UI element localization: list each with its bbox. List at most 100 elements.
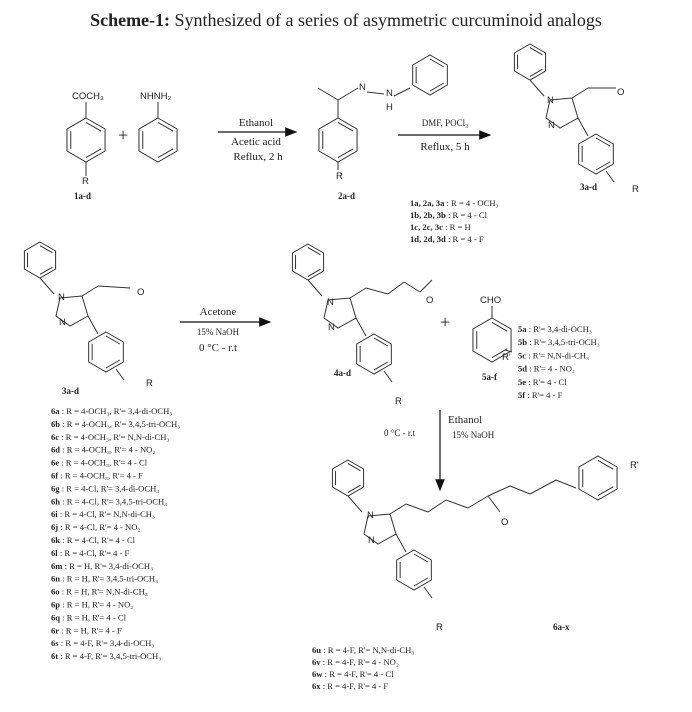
substituent-description: : R = H, R'= 4 - F [59, 625, 122, 635]
substituent-description: : R'= 3,4-di-OCH₃ [527, 324, 592, 334]
scheme-title: Scheme-1: Synthesized of a series of asy… [90, 10, 602, 30]
double-bond [373, 337, 389, 347]
step2-reagent: DMF, POCl₃ [422, 118, 468, 128]
compound-id: 6g [51, 483, 60, 493]
bond-line [387, 281, 405, 295]
step1-conditions: Reflux, 2 h [233, 151, 283, 163]
double-bond [347, 484, 361, 493]
legend-entry: 5e : R'= 4 - Cl [518, 377, 567, 387]
r-substituent-label: R [336, 171, 343, 182]
step4-base: 15% NaOH [452, 430, 495, 440]
benzene-ring [412, 54, 448, 96]
hydrazine-group-label: NHNH₂ [140, 91, 171, 102]
substituent-description: : R = 4-F, R'= N,N-di-CH₃ [321, 645, 414, 655]
compound-id: 6w [312, 669, 323, 679]
double-bond [157, 121, 174, 132]
compound-id: 5f [518, 390, 525, 400]
substituent-description: : R = 4-F, R'= 3,4-di-OCH₃ [59, 638, 155, 648]
benzene-ring [578, 455, 618, 501]
bond-line [393, 87, 411, 97]
r-prime-label: R' [502, 352, 511, 363]
compound-3-label: 3a-d [62, 386, 79, 396]
legend-entry: 1d, 2d, 3d : R = 4 - F [410, 234, 484, 244]
double-bond [491, 321, 508, 332]
bond-line [366, 91, 385, 95]
compound-id: 6u [312, 645, 321, 655]
double-bond [529, 47, 543, 56]
bond-line [504, 349, 513, 353]
legend-entry: 6a : R = 4-OCH₃, R'= 3,4-di-OCH₃ [51, 406, 172, 416]
substituent-description: : R = 4-OCH₃, R'= N,N-di-CH₃ [59, 432, 169, 442]
double-bond [337, 121, 354, 132]
compound-id: 6q [51, 612, 60, 622]
substituent-description: : R = 4-Cl, R'= 3,4-di-OCH₃ [60, 483, 160, 493]
legend-entry: 5f : R'= 4 - F [518, 390, 563, 400]
r-prime-label: R' [630, 460, 639, 471]
title-prefix: Scheme-1: [90, 10, 170, 30]
pyrazole-ring [363, 513, 397, 545]
legend-entry: 6s : R = 4-F, R'= 3,4-di-OCH₃ [51, 638, 154, 648]
substituent-description: : R = 4-OCH₃, R'= 3,4-di-OCH₃ [60, 406, 173, 416]
substituent-description: : R = 4-OCH₃, R'= 4 - F [58, 471, 143, 481]
bond-line [605, 170, 615, 183]
bond-line [307, 279, 323, 297]
step4-temperature: 0 °C - r.t [384, 428, 416, 438]
bond-line [395, 533, 407, 553]
benzene-ring [66, 117, 106, 163]
step1-reagent: Ethanol [239, 117, 273, 129]
bond-line [555, 479, 577, 489]
r-substituent-label: R [82, 176, 89, 187]
bond-line [337, 87, 359, 101]
bond-line [509, 485, 531, 495]
bond-line [419, 279, 433, 293]
legend-entry: 5c : R'= N,N-di-CH₃ [518, 350, 589, 360]
benzene-ring [472, 317, 512, 363]
bond-line [355, 317, 367, 337]
compound-id: 6n [51, 574, 60, 584]
benzene-ring [513, 43, 547, 81]
compound-id: 6p [51, 600, 60, 610]
bond-line [423, 586, 433, 599]
n-atom: N [328, 322, 335, 333]
bond-line [87, 315, 99, 335]
substituent-description: : R = 4-OCH₃, R'= 3,4,5-tri-OCH₃ [60, 419, 180, 429]
legend-entry: 6f : R = 4-OCH₃, R'= 4 - F [51, 471, 143, 481]
legend-entry: 6p : R = H, R'= 4 - NO₂ [51, 600, 133, 610]
compound-id: 1a, 2a, 3a [410, 198, 445, 208]
pyrazole-ring [545, 97, 579, 129]
double-bond [337, 148, 354, 159]
double-bond [413, 553, 429, 563]
compound-id: 6c [51, 432, 59, 442]
legend-entry: 1a, 2a, 3a : R = 4 - OCH₃ [410, 198, 499, 208]
n-atom: N [386, 88, 393, 99]
double-bond [85, 121, 102, 132]
bond-line [39, 277, 55, 295]
bond-line [405, 503, 429, 513]
o-atom: O [501, 517, 508, 528]
n-atom: N [327, 297, 334, 308]
bond-line [383, 370, 393, 383]
double-bond [39, 266, 53, 275]
benzene-ring [291, 243, 325, 281]
substituent-description: : R = 4-Cl, R'= 4 - F [58, 548, 130, 558]
compound-id: 6e [51, 458, 59, 468]
double-bond [595, 137, 611, 147]
plus-sign: + [118, 125, 128, 145]
step4-reagent: Ethanol [448, 414, 482, 426]
compound-4-label: 4a-d [334, 368, 351, 378]
o-atom: O [617, 87, 624, 98]
bond-line [403, 281, 421, 293]
compound-id: 5c [518, 350, 526, 360]
substituent-description: : R'= 4 - Cl [526, 377, 567, 387]
n-atom: N [359, 82, 366, 93]
substituent-description: : R = 4-Cl, R'= 4 - NO₂ [58, 522, 140, 532]
bond-line [467, 495, 489, 509]
legend-entry: 6l : R = 4-Cl, R'= 4 - F [51, 548, 130, 558]
substituent-description: : R = H, R'= 3,4,5-tri-OCH₃ [60, 574, 158, 584]
substituent-description: : R = H, R'= N,N-di-CH₃ [60, 587, 148, 597]
compound-2-label: 2a-d [338, 191, 355, 201]
compound-id: 1b, 2b, 3b [410, 210, 446, 220]
bond-line [347, 495, 363, 513]
substituent-description: : R = H, R'= 3,4-di-OCH₃ [62, 561, 153, 571]
